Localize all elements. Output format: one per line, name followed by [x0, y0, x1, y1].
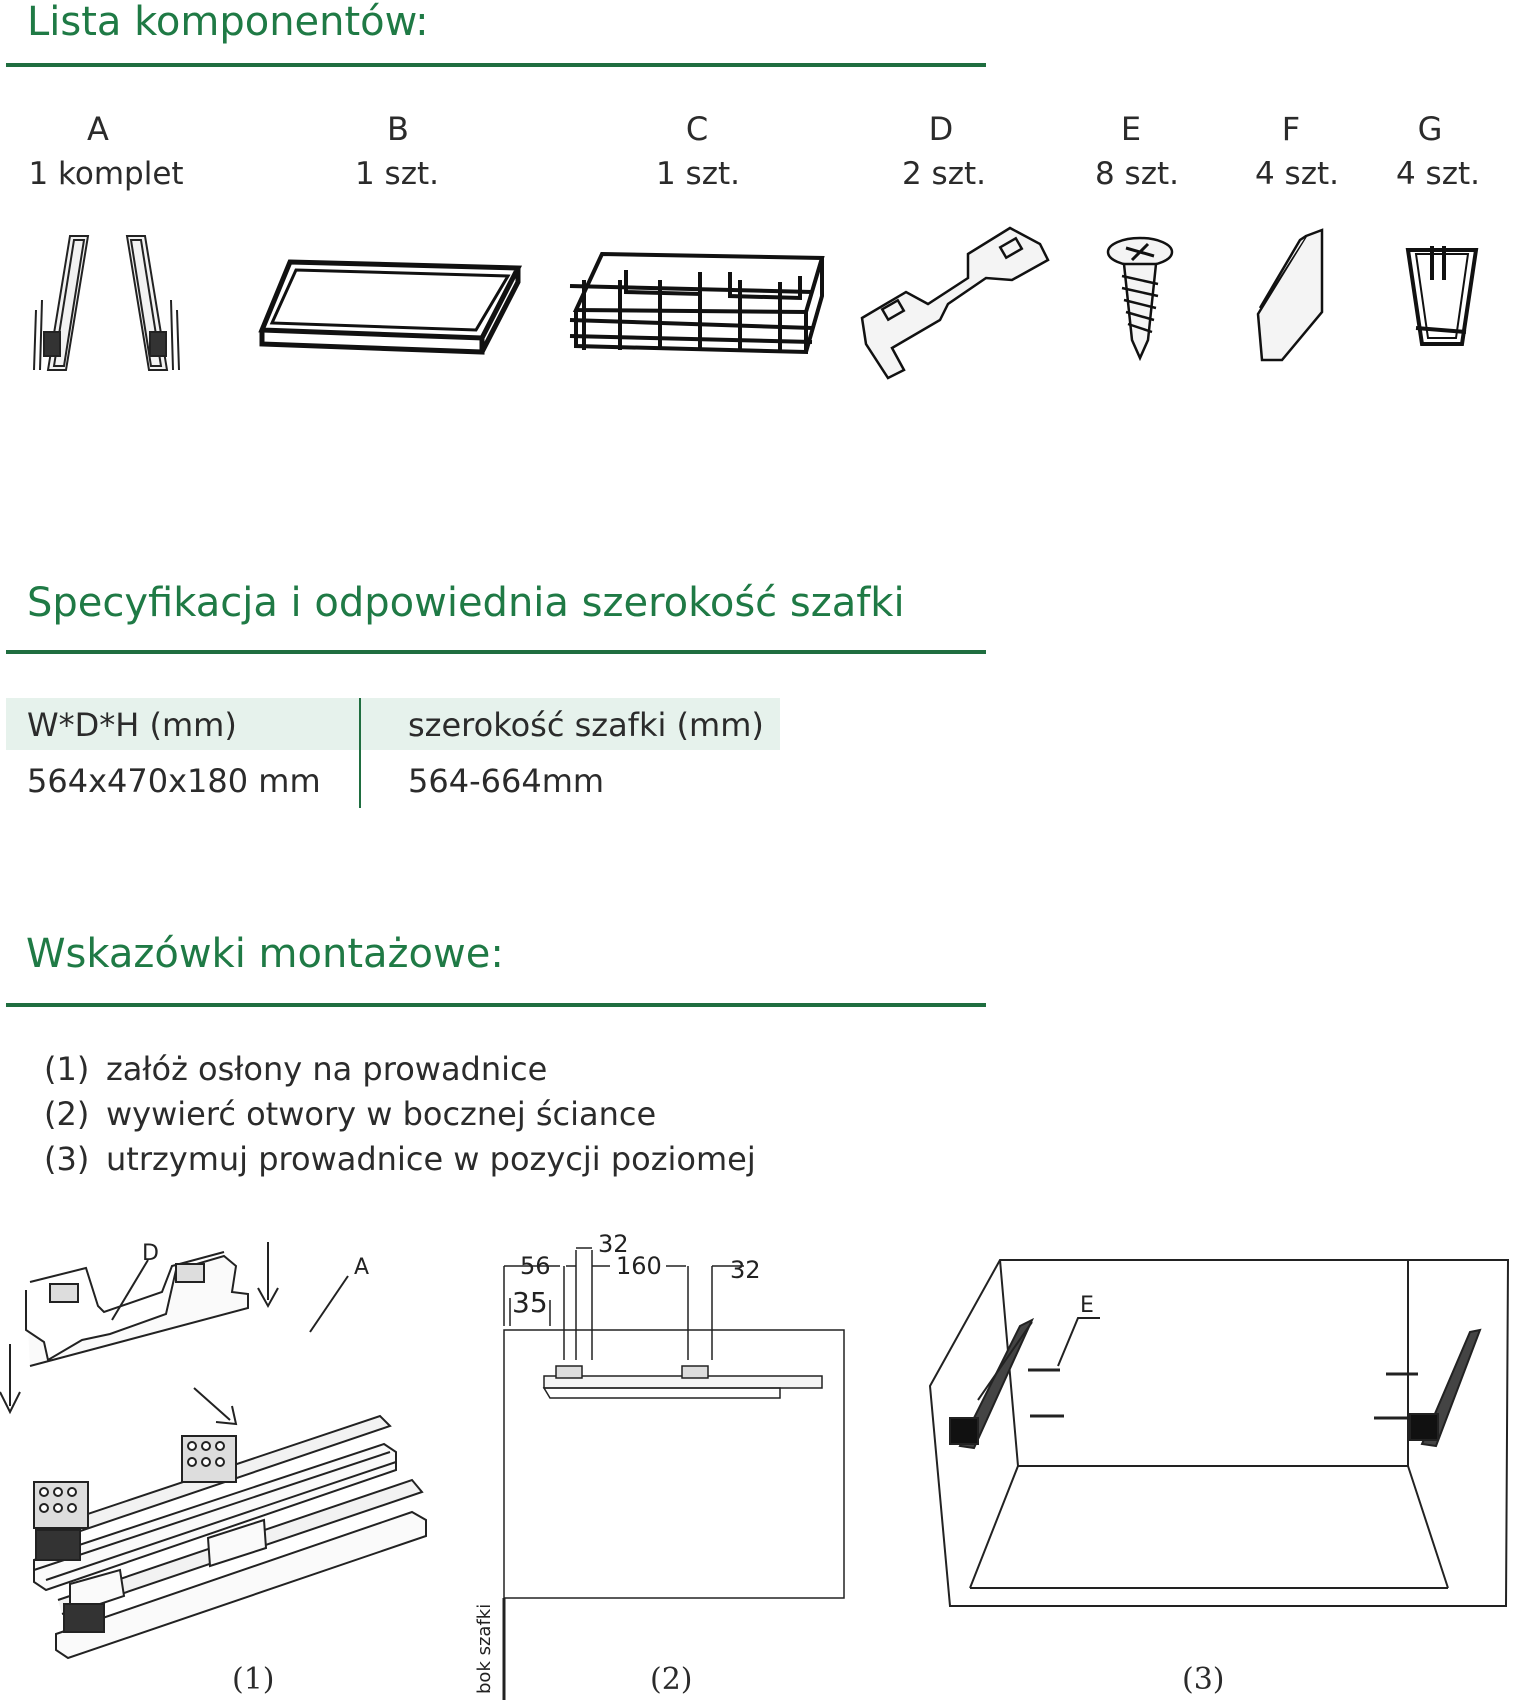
components-rule: [6, 63, 986, 67]
step-2-number: (2): [44, 1095, 90, 1133]
component-d-qty: 2 szt.: [901, 156, 986, 192]
dim-56: 56: [520, 1252, 551, 1280]
spec-title: Specyfikacja i odpowiednia szerokość sza…: [27, 580, 905, 626]
spec-col1-header: W*D*H (mm): [27, 706, 237, 744]
diagram-1-label-a: A: [354, 1255, 369, 1280]
spec-col2-header: szerokość szafki (mm): [408, 706, 764, 744]
step-3: (3) utrzymuj prowadnice w pozycji poziome…: [44, 1140, 756, 1178]
component-c-letter: C: [685, 110, 709, 148]
component-f-letter: F: [1281, 110, 1301, 148]
diagram-2-caption: (2): [650, 1662, 693, 1697]
step-2-text: wywierć otwory w bocznej ściance: [106, 1095, 657, 1133]
component-g-qty: 4 szt.: [1395, 156, 1480, 192]
diagram-1-label-d: D: [142, 1241, 159, 1266]
component-d-letter: D: [928, 110, 954, 148]
spec-rule: [6, 650, 986, 654]
diagram-1-caption: (1): [232, 1662, 275, 1697]
diagram-3-caption: (3): [1182, 1662, 1225, 1697]
spec-col2-value: 564-664mm: [408, 762, 605, 800]
step-1-number: (1): [44, 1050, 90, 1088]
step-2: (2) wywierć otwory w bocznej ściance: [44, 1095, 656, 1133]
clip-icon: [1405, 246, 1479, 346]
component-a-letter: A: [87, 110, 109, 148]
step-3-text: utrzymuj prowadnice w pozycji poziomej: [106, 1140, 756, 1178]
bracket-icon: [860, 226, 1050, 380]
diagram-3-label-e: E: [1080, 1293, 1094, 1318]
components-title: Lista komponentów:: [27, 0, 429, 45]
component-e-letter: E: [1120, 110, 1142, 148]
component-b-qty: 1 szt.: [354, 156, 439, 192]
step-1-text: załóż osłony na prowadnice: [106, 1050, 548, 1088]
screw-icon: [1106, 236, 1174, 362]
spec-col1-value: 564x470x180 mm: [27, 762, 321, 800]
slide-cover-icon: [1256, 228, 1324, 362]
frame-icon: [258, 259, 523, 355]
component-g-letter: G: [1417, 110, 1443, 148]
component-b-letter: B: [387, 110, 409, 148]
side-label: bok szafki: [474, 1604, 495, 1694]
dim-32b: 32: [730, 1256, 761, 1284]
step-3-number: (3): [44, 1140, 90, 1178]
dim-35: 35: [512, 1286, 548, 1319]
component-f-qty: 4 szt.: [1254, 156, 1339, 192]
step-1: (1) załóż osłony na prowadnice: [44, 1050, 547, 1088]
diagram-1: D A: [0, 1241, 427, 1660]
component-drawings: [33, 226, 1479, 380]
instructions-title: Wskazówki montażowe:: [26, 931, 504, 977]
component-c-qty: 1 szt.: [655, 156, 740, 192]
diagram-2: 56 32 160 32 35 bok szafki: [474, 1230, 845, 1700]
instructions-rule: [6, 1003, 986, 1007]
diagram-3: E: [928, 1259, 1510, 1607]
drawer-slides-icon: [33, 235, 180, 371]
component-e-qty: 8 szt.: [1094, 156, 1179, 192]
spec-header-row: [6, 698, 780, 750]
dim-32a: 32: [598, 1230, 629, 1258]
component-a-qty: 1 komplet: [28, 156, 184, 192]
dim-160: 160: [616, 1252, 662, 1280]
spec-column-divider: [359, 698, 361, 808]
wire-basket-icon: [569, 251, 825, 355]
